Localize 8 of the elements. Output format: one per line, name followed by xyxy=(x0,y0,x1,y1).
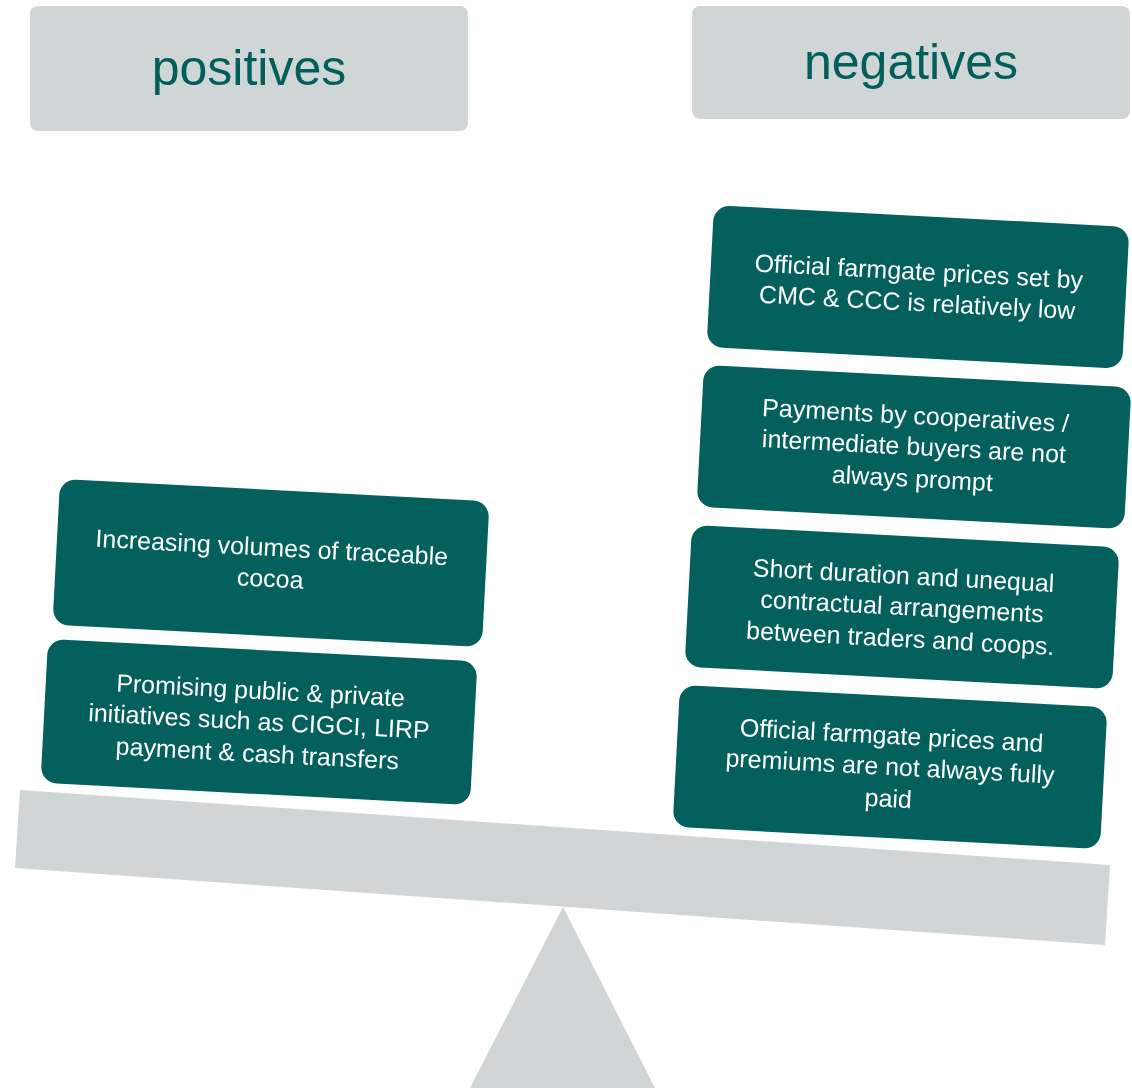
argument-box: Promising public & private initiatives such as CIGCI, LIRP payment & cash transfers xyxy=(40,638,478,806)
argument-box: Increasing volumes of traceable cocoa xyxy=(52,478,490,648)
header-box: negatives xyxy=(692,6,1130,119)
header-box: positives xyxy=(30,6,468,131)
argument-box: Official farmgate prices set by CMC & CCC is relatively low xyxy=(706,205,1130,369)
argument-box: Payments by cooperatives / intermediate buyers are not always prompt xyxy=(696,364,1132,530)
argument-box: Official farmgate prices and premiums are not always fully paid xyxy=(672,684,1108,850)
argument-box: Short duration and unequal contractual arrangements between traders and coops. xyxy=(684,524,1120,690)
